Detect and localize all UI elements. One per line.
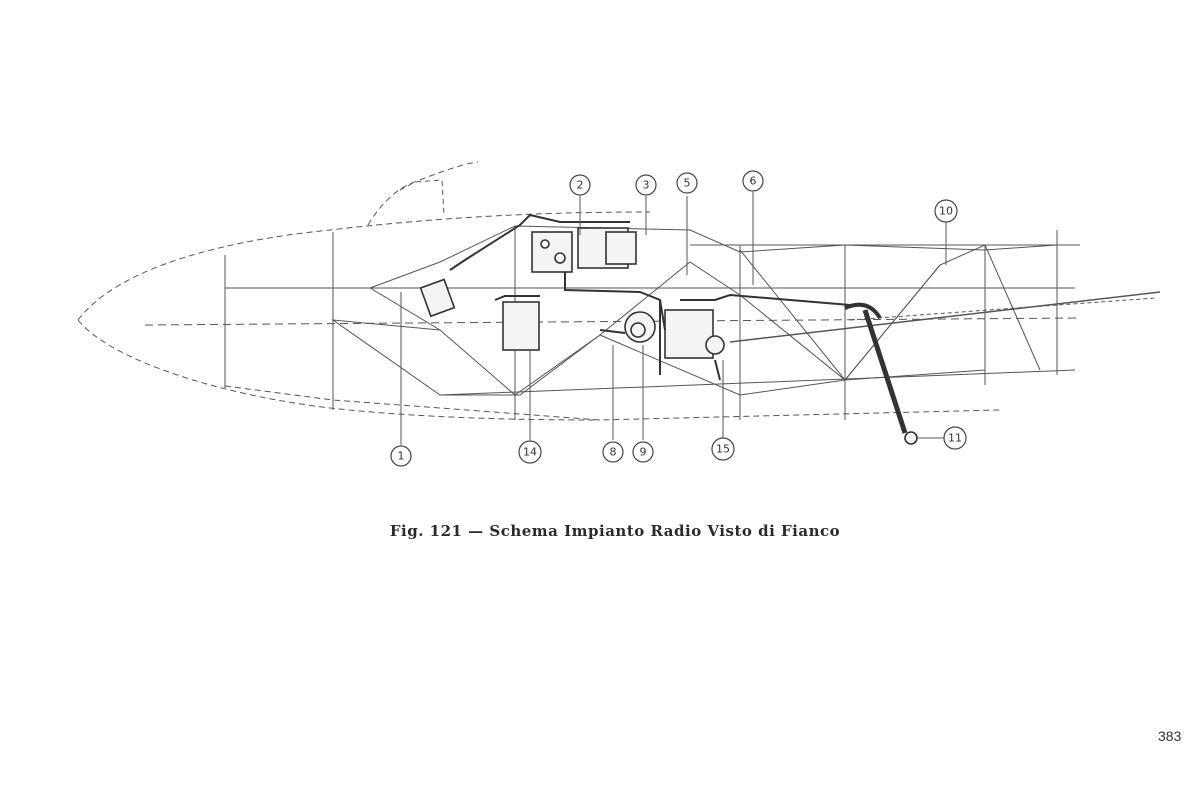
callout-circle — [943, 426, 967, 450]
callout-circle — [742, 170, 764, 192]
callout-label-5: 5 — [684, 177, 691, 190]
cable-run — [599, 329, 626, 334]
mast — [862, 309, 908, 434]
battery-box — [502, 301, 540, 351]
lower-fuselage-line — [224, 385, 1001, 421]
dial — [540, 239, 550, 249]
fuselage-centerline — [144, 317, 1081, 326]
canopy-frame — [399, 179, 445, 216]
callout-circle — [518, 440, 542, 464]
callout-label-1: 1 — [398, 450, 405, 463]
longeron-lower — [439, 369, 1076, 396]
motor — [705, 335, 725, 355]
cable-run — [449, 213, 630, 271]
callout-circle — [635, 174, 657, 196]
antenna-lead — [849, 297, 1156, 321]
transmitter-box — [531, 231, 573, 273]
callout-label-3: 3 — [643, 179, 650, 192]
figure-caption: Fig. 121 — Schema Impianto Radio Visto d… — [389, 522, 841, 540]
callout-circle — [711, 437, 735, 461]
callout-label-10: 10 — [939, 205, 953, 218]
antenna-lead — [729, 291, 1161, 343]
callout-circle — [676, 172, 698, 194]
callout-circle — [390, 445, 412, 467]
callout-label-9: 9 — [640, 446, 647, 459]
dynamotor-unit — [605, 231, 637, 265]
cable-run — [564, 272, 666, 331]
truss-structure — [369, 225, 1058, 289]
cable-run — [714, 359, 721, 381]
truss-structure — [739, 249, 846, 381]
callout-label-14: 14 — [523, 446, 537, 459]
cable-run — [680, 293, 851, 306]
callout-label-6: 6 — [750, 175, 757, 188]
callout-label-15: 15 — [716, 443, 730, 456]
antenna-base — [904, 431, 918, 445]
fuselage-outline-top — [77, 211, 651, 321]
truss-structure — [331, 319, 986, 396]
page-number: 383 — [1158, 728, 1182, 744]
callout-circle — [602, 441, 624, 463]
truss-structure — [369, 244, 1041, 396]
callout-circle — [569, 174, 591, 196]
control-box — [419, 278, 456, 318]
callout-circle — [934, 199, 958, 223]
callout-label-11: 11 — [948, 432, 962, 445]
fuselage-outline-bottom — [77, 319, 601, 421]
dial — [554, 252, 566, 264]
loop-antenna-inner — [630, 322, 646, 338]
junction-box — [664, 309, 714, 359]
callout-label-8: 8 — [610, 446, 617, 459]
mast-top — [844, 302, 882, 320]
cable-run — [494, 295, 540, 301]
callout-label-2: 2 — [577, 179, 584, 192]
callout-circle — [632, 441, 654, 463]
canopy-outline — [367, 161, 479, 226]
